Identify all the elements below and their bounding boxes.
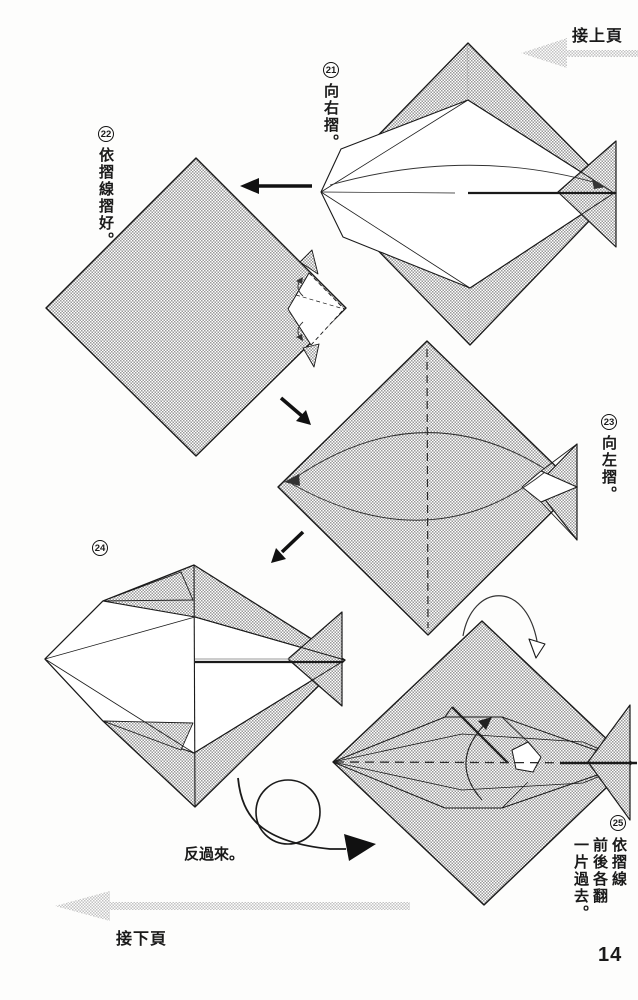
small-fold-arrow-up-icon xyxy=(296,277,304,297)
next-step-arrow-downright-icon xyxy=(279,396,311,425)
step24-diagram xyxy=(44,564,346,808)
continued-on-next-page-label: 接下頁 xyxy=(116,931,168,948)
step22-number-badge: 22 xyxy=(98,126,114,142)
fold-direction-arrow-icon xyxy=(329,164,606,189)
step25-instruction-line2: 前後各翻 xyxy=(591,837,608,905)
next-step-arrow-downleft-icon xyxy=(271,530,305,563)
prev-page-arrow-icon xyxy=(521,38,638,68)
next-page-arrow-icon xyxy=(55,891,410,921)
step24-number-badge: 24 xyxy=(92,540,108,556)
continued-from-previous-page-label: 接上頁 xyxy=(572,28,624,45)
turn-over-label: 反過來。 xyxy=(184,846,245,863)
flip-arrow-icon xyxy=(462,595,546,659)
step24-number: 24 xyxy=(94,542,106,554)
step21-instruction: 向右摺。 xyxy=(322,83,339,151)
step25-number-badge: 25 xyxy=(610,815,626,831)
step23-number: 23 xyxy=(603,416,615,428)
step23-number-badge: 23 xyxy=(601,414,617,430)
step25-instruction-line1: 依摺線 xyxy=(610,837,627,888)
step21-number: 21 xyxy=(325,64,337,76)
step23-diagram xyxy=(277,340,578,636)
fold-direction-arc-icon xyxy=(284,432,546,521)
next-step-arrow-left-icon xyxy=(240,178,312,194)
inner-fold-arrow-icon xyxy=(465,717,492,801)
step23-instruction: 向左摺。 xyxy=(600,435,617,503)
step25-diagram xyxy=(332,595,637,906)
small-fold-arrow-down-icon xyxy=(296,321,304,341)
page-number: 14 xyxy=(598,944,623,966)
step22-number: 22 xyxy=(100,128,112,140)
step21-number-badge: 21 xyxy=(323,62,339,78)
step22-instruction: 依摺線摺好。 xyxy=(97,147,114,249)
step21-diagram xyxy=(320,42,617,346)
step22-diagram xyxy=(45,157,347,457)
step25-number: 25 xyxy=(612,817,624,829)
step25-instruction-line3: 一片過去。 xyxy=(572,837,589,922)
turn-over-icon xyxy=(237,777,376,861)
